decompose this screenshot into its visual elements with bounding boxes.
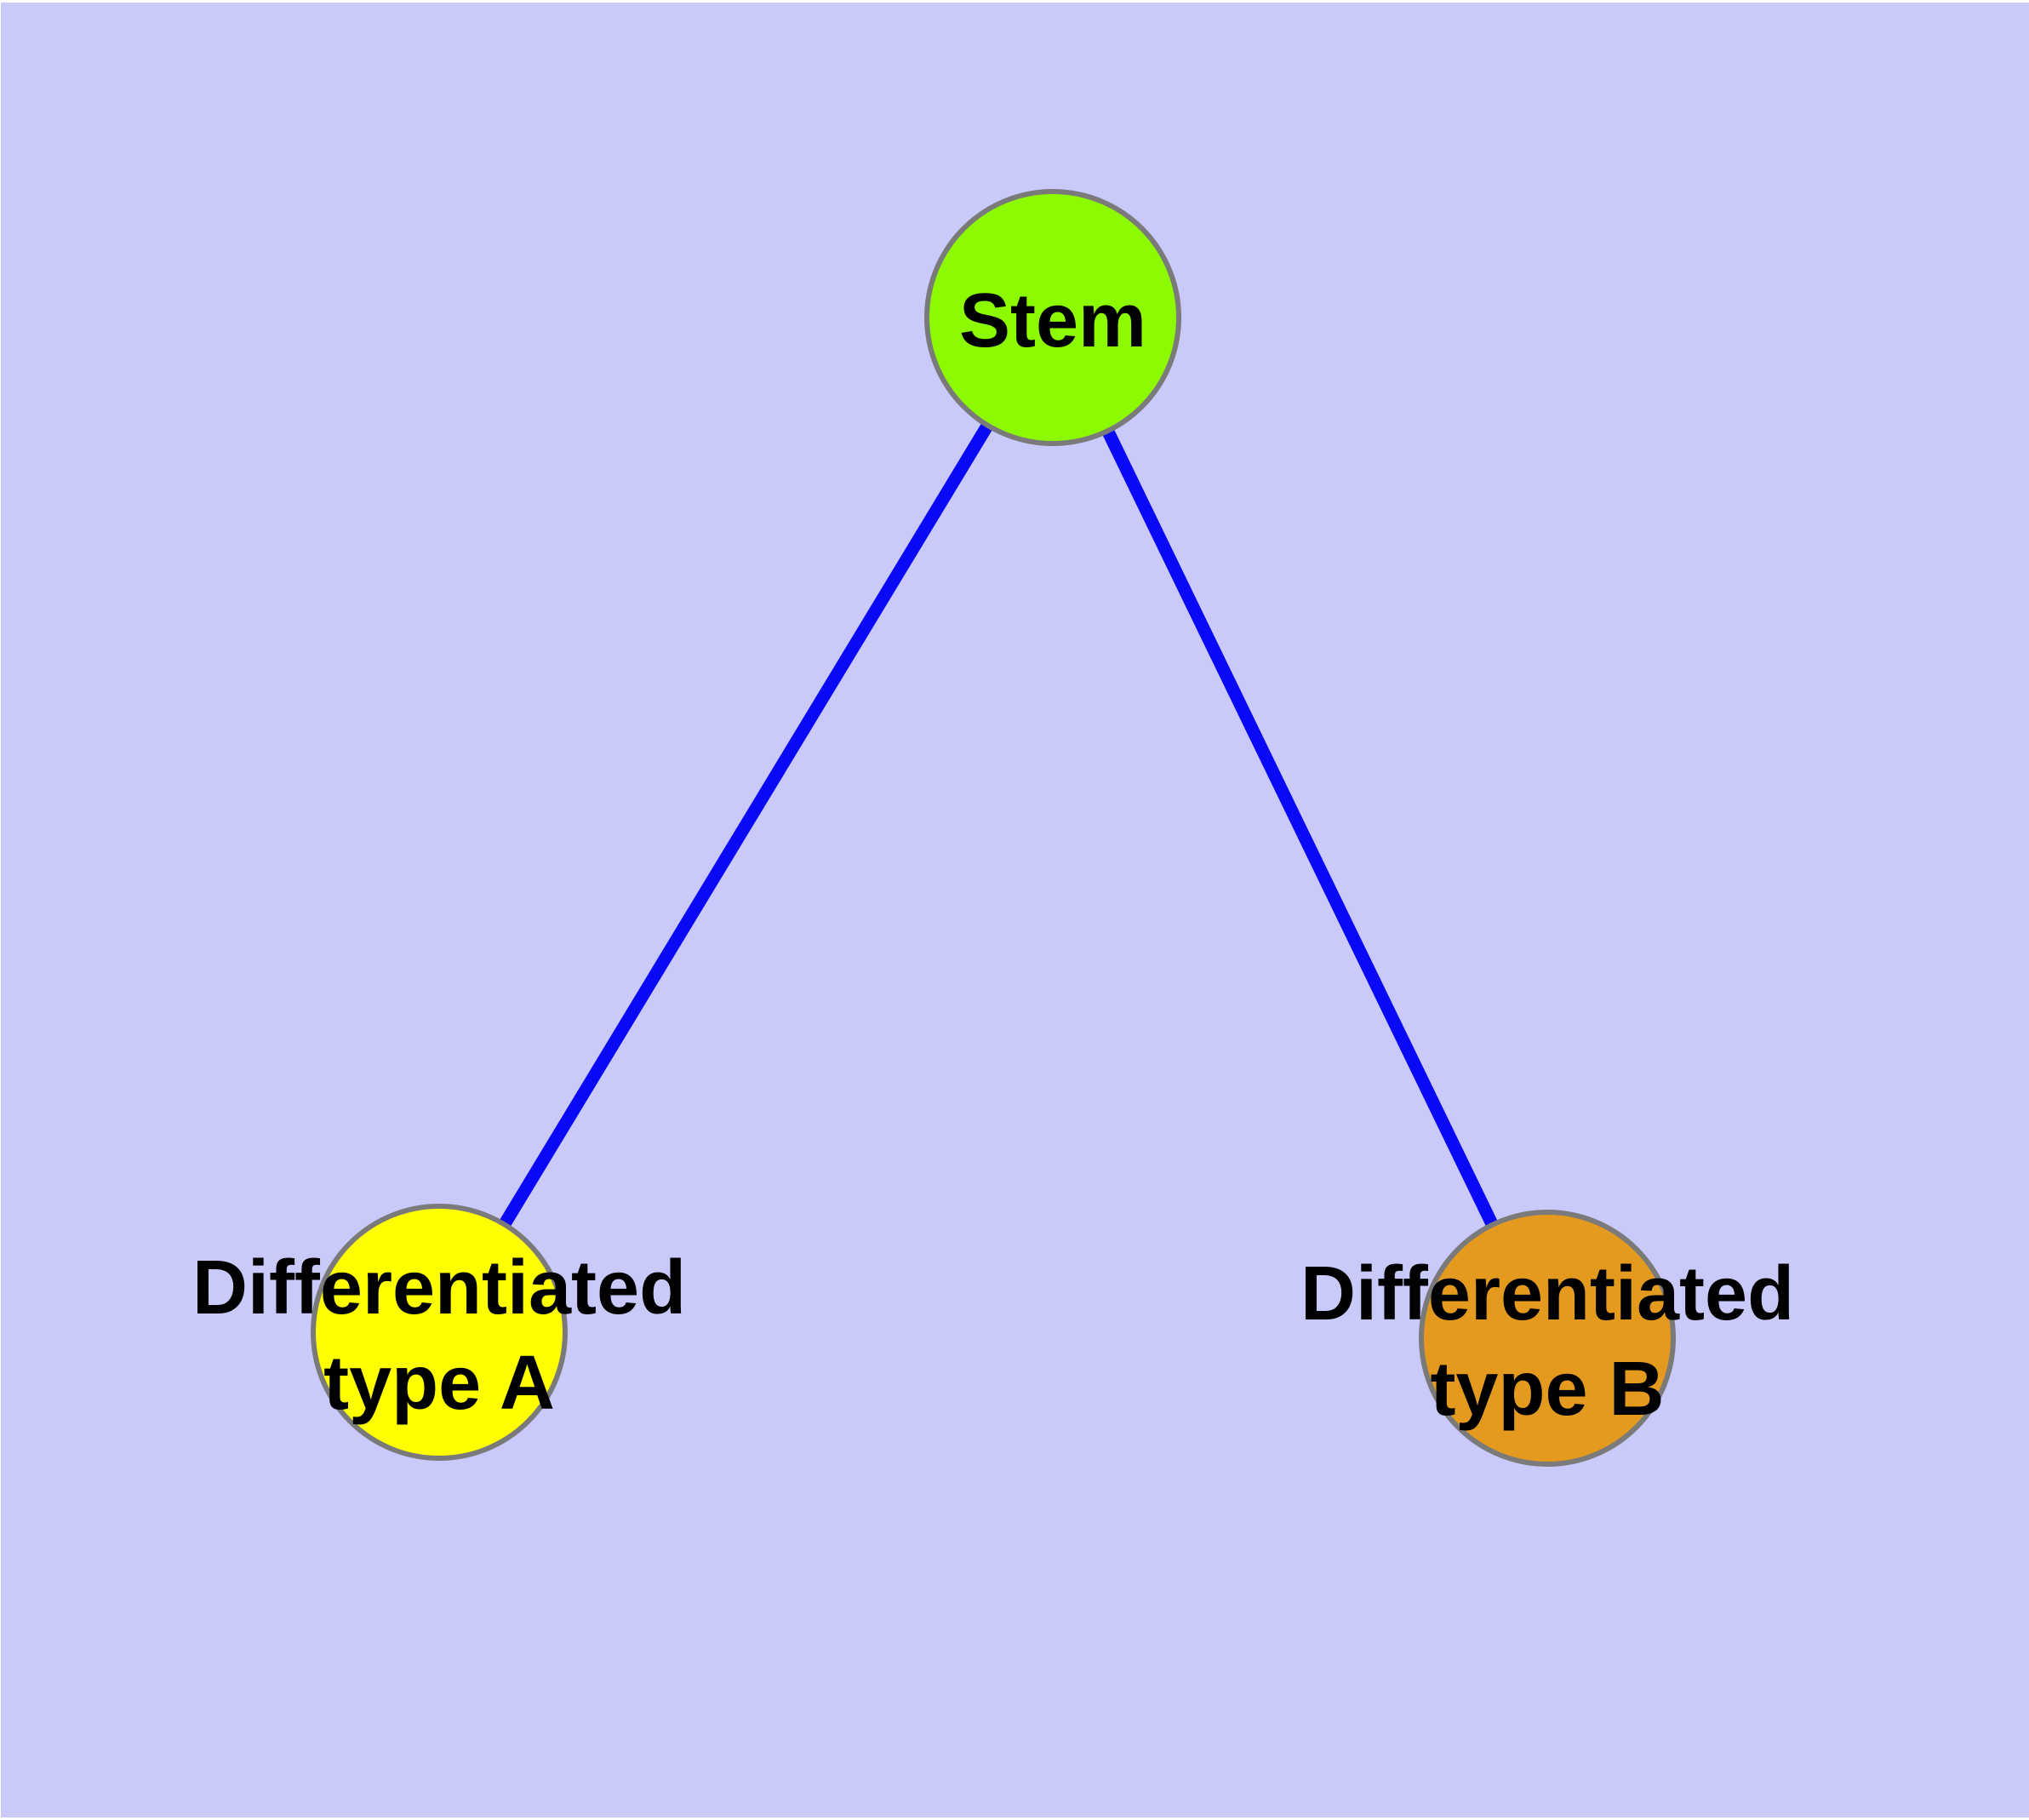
- edge-stem-to-differentiated-type-b: [1047, 314, 1553, 1342]
- node-differentiated-type-a-label: Differentiated type A: [191, 1245, 687, 1426]
- node-differentiated-type-b-label: Differentiated type B: [1300, 1251, 1795, 1432]
- node-stem-label: Stem: [958, 278, 1147, 363]
- node-differentiated-type-a-circle: [311, 1204, 568, 1461]
- node-differentiated-type-b-circle: [1419, 1210, 1676, 1467]
- node-stem-circle: [924, 189, 1181, 446]
- edge-stem-to-differentiated-type-a: [433, 314, 1059, 1336]
